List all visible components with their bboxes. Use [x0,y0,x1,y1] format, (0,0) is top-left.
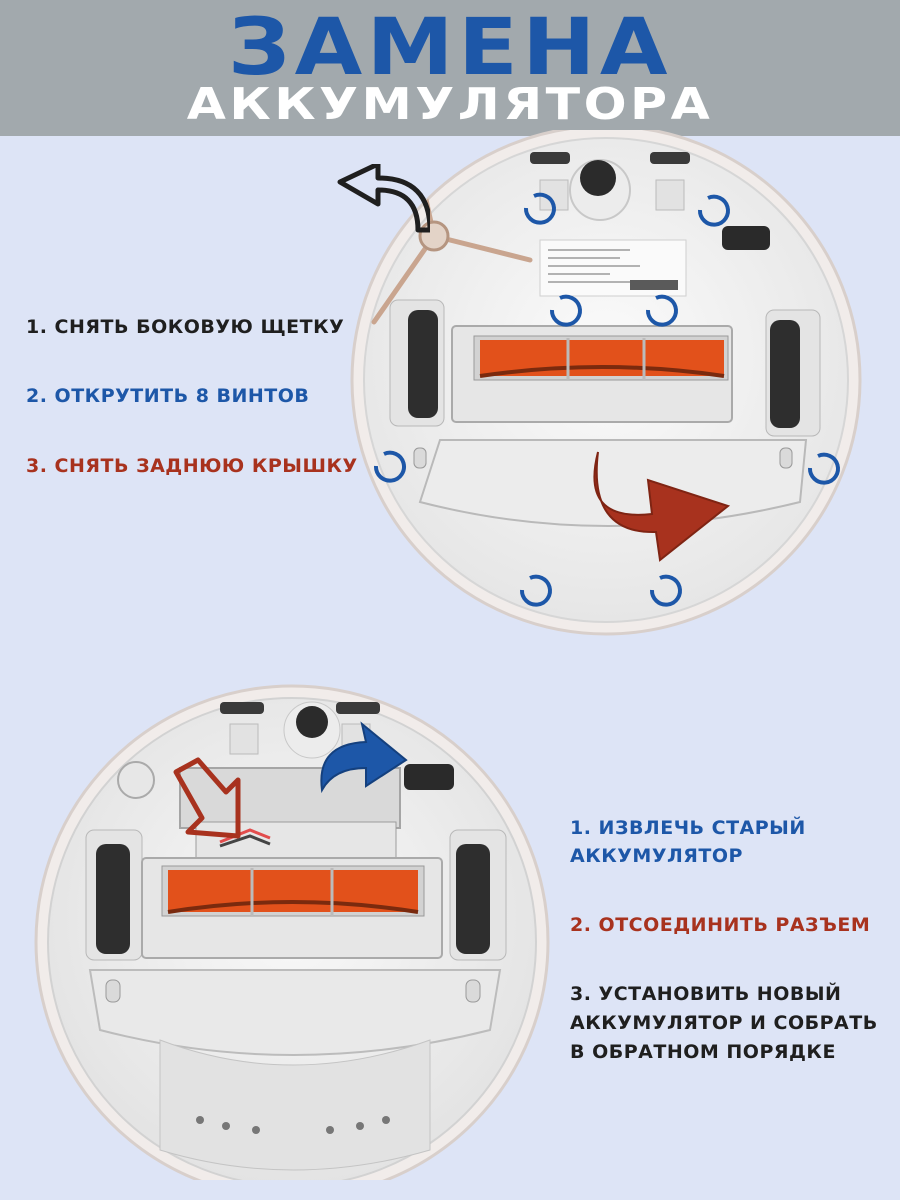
step-disconnect-connector: 2. ОТСОЕДИНИТЬ РАЗЪЕМ [570,910,870,940]
step-install-new-battery: 3. УСТАНОВИТЬ НОВЫЙ АККУМУЛЯТОР И СОБРАТ… [570,980,878,1067]
step-disconnect-connector-line-1: 2. ОТСОЕДИНИТЬ РАЗЪЕМ [570,914,871,936]
step-install-new-battery-line-3: В ОБРАТНОМ ПОРЯДКЕ [570,1041,836,1063]
step-remove-old-battery: 1. ИЗВЛЕЧЬ СТАРЫЙ АККУМУЛЯТОР [570,814,806,870]
robot-vacuum-bottom-image [350,130,862,636]
page-subtitle: АККУМУЛЯТОРА [186,79,714,130]
step-remove-side-brush: 1. СНЯТЬ БОКОВУЮ ЩЕТКУ [26,316,345,338]
step-install-new-battery-line-2: АККУМУЛЯТОР И СОБРАТЬ [570,1012,878,1034]
curved-arrow-left-icon [337,164,430,233]
step-unscrew-screws: 2. ОТКРУТИТЬ 8 ВИНТОВ [26,385,310,407]
step-install-new-battery-line-1: 3. УСТАНОВИТЬ НОВЫЙ [570,983,842,1005]
header-banner [0,0,900,136]
page-title: ЗАМЕНА [228,3,672,93]
robot-vacuum-battery-bay-image [34,684,550,1180]
step-remove-rear-cover: 3. СНЯТЬ ЗАДНЮЮ КРЫШКУ [26,455,358,477]
step-remove-old-battery-line-2: АККУМУЛЯТОР [570,845,743,867]
step-remove-old-battery-line-1: 1. ИЗВЛЕЧЬ СТАРЫЙ [570,817,806,839]
